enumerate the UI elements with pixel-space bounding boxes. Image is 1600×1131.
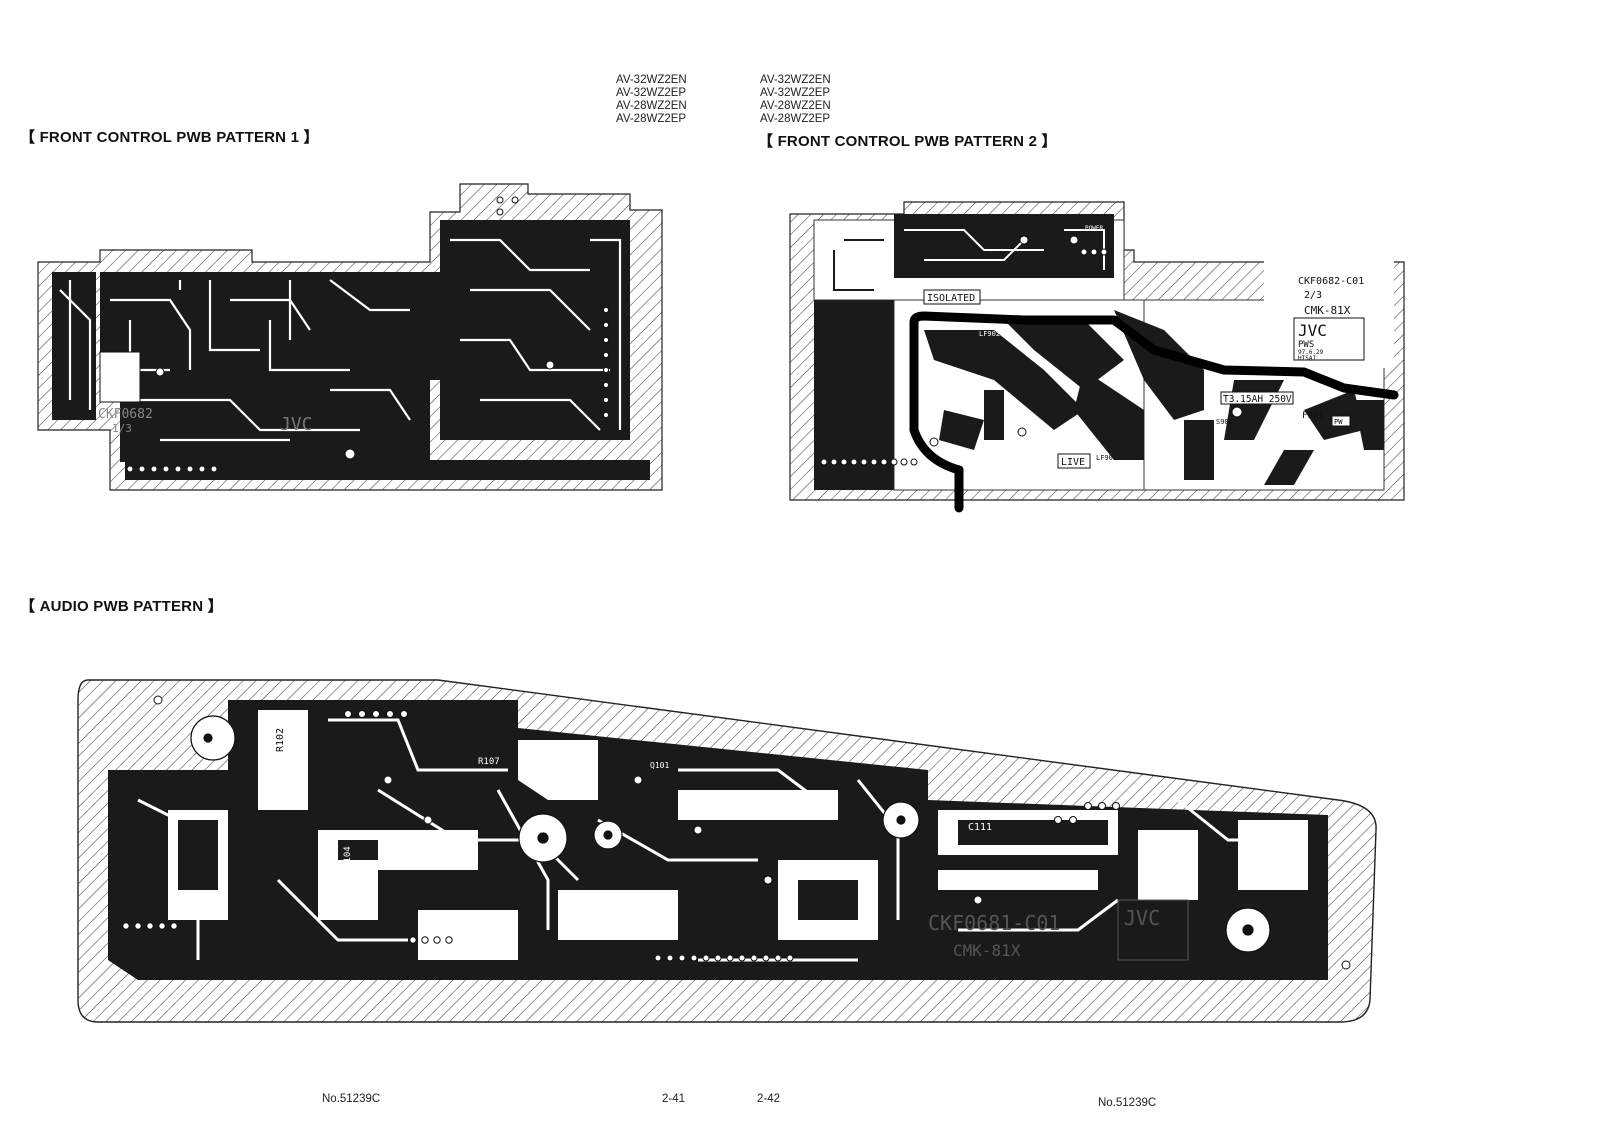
doc-number-left: No.51239C <box>322 1093 381 1105</box>
audio-brand: JVC <box>1124 906 1160 930</box>
doc-number-right: No.51239C <box>1098 1097 1157 1109</box>
audio-part-number: CKF0681-C01 <box>928 911 1060 935</box>
page-number-right: 2-42 <box>757 1093 781 1105</box>
front-control-pwb-pattern-2: ISOLATED LIVE T3.15AH 250V LF902 LF901 F… <box>789 201 1405 513</box>
lf902-label: LF902 <box>979 330 1000 338</box>
f901-label: F901 <box>1302 411 1324 421</box>
q101-label: Q101 <box>650 761 669 770</box>
fuse-rating-label: T3.15AH 250V <box>1223 394 1292 405</box>
model-right-2: AV-32WZ2EP <box>760 87 831 99</box>
r103-label: R103 <box>391 848 401 870</box>
model-left-2: AV-32WZ2EP <box>616 87 687 99</box>
model-right-1: AV-32WZ2EN <box>760 74 831 86</box>
model-list-left: AV-32WZ2EN AV-32WZ2EP AV-28WZ2EN AV-28WZ… <box>616 74 687 126</box>
s901-label: S901 <box>1216 418 1233 426</box>
front-control-pattern-2-title: 【 FRONT CONTROL PWB PATTERN 2 】 <box>758 133 1057 150</box>
model-right-4: AV-28WZ2EP <box>760 113 831 125</box>
power-label: POWER <box>1085 225 1103 232</box>
r104-label: R104 <box>343 846 353 868</box>
audio-pwb-pattern-title: 【 AUDIO PWB PATTERN 】 <box>20 598 223 615</box>
front2-part-number: CKF0682-C01 <box>1298 276 1364 287</box>
front2-sheet-number: 2/3 <box>1304 290 1322 301</box>
r107-label: R107 <box>478 757 500 767</box>
front1-sheet-number: 1/3 <box>112 422 132 435</box>
model-left-1: AV-32WZ2EN <box>616 74 687 86</box>
front1-brand: JVC <box>280 414 313 435</box>
lf901-label: LF901 <box>1096 454 1117 462</box>
front2-brand: JVC <box>1298 321 1327 340</box>
front-control-pwb-pattern-1: CKF0682 1/3 JVC <box>37 183 663 491</box>
c111-label: C111 <box>968 822 992 833</box>
model-left-3: AV-28WZ2EN <box>616 100 687 112</box>
front-control-pattern-1-title: 【 FRONT CONTROL PWB PATTERN 1 】 <box>20 129 319 146</box>
front1-part-number: CKF0682 <box>98 407 153 422</box>
model-left-4: AV-28WZ2EP <box>616 113 687 125</box>
page-number-left: 2-41 <box>662 1093 686 1105</box>
front2-board-code: CMK-81X <box>1304 304 1351 317</box>
model-list-right: AV-32WZ2EN AV-32WZ2EP AV-28WZ2EN AV-28WZ… <box>760 74 831 126</box>
isolated-label: ISOLATED <box>927 293 975 304</box>
model-right-3: AV-28WZ2EN <box>760 100 831 112</box>
audio-board-code: CMK-81X <box>953 941 1021 960</box>
front2-pws: PWS <box>1298 340 1314 350</box>
front2-date: 97.6.29 <box>1298 349 1324 356</box>
front2-maker: HISAI <box>1298 355 1316 362</box>
live-label: LIVE <box>1061 457 1085 468</box>
r102-label: R102 <box>275 728 286 752</box>
pw-label: PW <box>1334 418 1343 426</box>
audio-pwb-pattern: R102 R104 R103 R107 C111 Q101 CKF0681-C0… <box>77 679 1377 1023</box>
